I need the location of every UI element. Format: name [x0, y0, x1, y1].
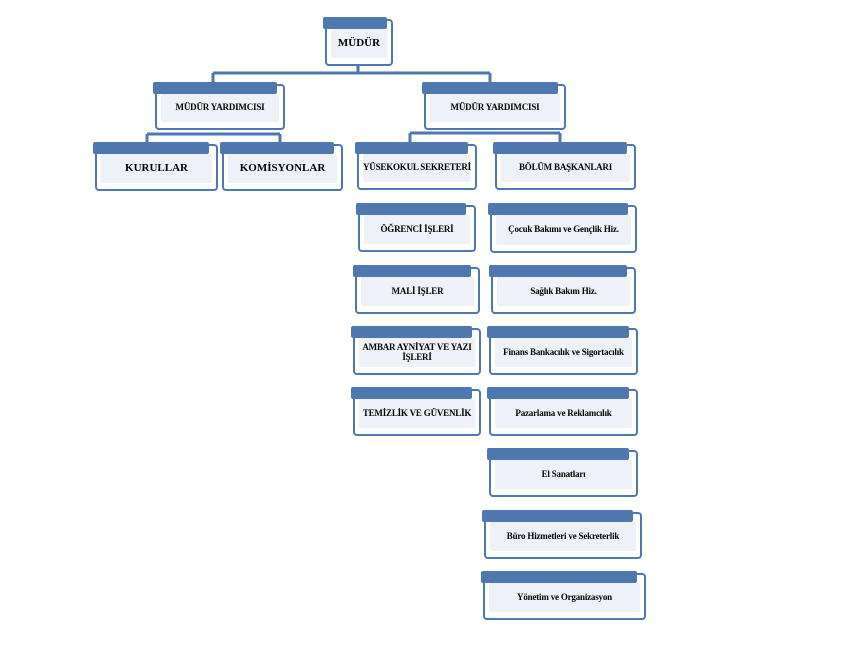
node-saglik-bakim: Sağlık Bakım Hiz.: [489, 265, 636, 314]
node-accent: [93, 142, 209, 154]
node-fill: [501, 154, 630, 182]
node-fill: [430, 94, 560, 122]
node-yuksekokul-sekreteri: YÜSEKOKUL SEKRETERİ: [355, 142, 477, 190]
node-fill: [361, 277, 474, 306]
node-label: MÜDÜR YARDIMCISI: [175, 102, 265, 112]
node-accent: [487, 326, 629, 338]
node-accent: [353, 265, 471, 277]
node-temizlik-guvenlik: TEMİZLİK VE GÜVENLİK: [351, 387, 481, 436]
node-label: AMBAR AYNİYAT VE YAZI İŞLERİ: [362, 341, 472, 362]
node-fill: [495, 338, 632, 367]
node-accent: [351, 326, 472, 338]
node-mudur: MÜDÜR: [323, 17, 393, 66]
node-yonetim-organizasyon: Yönetim ve Organizasyon: [481, 571, 646, 620]
node-fill: [331, 29, 387, 58]
node-ogrenci-isleri: ÖĞRENCİ İŞLERİ: [356, 203, 476, 252]
node-accent: [487, 387, 629, 399]
node-fill: [489, 583, 640, 612]
node-fill: [359, 399, 475, 428]
node-label: BÖLÜM BAŞKANLARI: [518, 162, 613, 172]
node-fill: [495, 460, 632, 489]
node-fill: [490, 522, 636, 551]
node-accent: [356, 203, 466, 215]
node-label: Sağlık Bakım Hiz.: [530, 285, 597, 296]
node-accent: [493, 142, 627, 154]
node-accent: [422, 82, 558, 94]
node-mali-isler: MALİ İŞLER: [353, 265, 480, 314]
node-label: MALİ İŞLER: [391, 285, 444, 296]
node-label: Çocuk Bakımı ve Gençlik Hiz.: [508, 224, 619, 234]
node-fill: [161, 94, 279, 122]
node-cocuk-bakimi: Çocuk Bakımı ve Gençlik Hiz.: [488, 203, 637, 253]
node-fill: [228, 154, 337, 183]
node-label: ÖĞRENCİ İŞLERİ: [380, 223, 454, 234]
node-accent: [487, 448, 629, 460]
node-buro-hizmetleri: Büro Hizmetleri ve Sekreterlik: [482, 510, 642, 559]
node-ambar-ayniyat: AMBAR AYNİYAT VE YAZI İŞLERİ: [351, 326, 481, 375]
node-fill: [497, 277, 630, 306]
node-label: Finans Bankacılık ve Sigortacılık: [503, 346, 624, 357]
node-kurullar: KURULLAR: [93, 142, 218, 191]
node-komisyonlar: KOMİSYONLAR: [220, 142, 343, 191]
node-accent: [488, 203, 628, 215]
node-label: TEMİZLİK VE GÜVENLİK: [362, 407, 472, 418]
node-fill: [359, 338, 475, 367]
node-accent: [323, 17, 387, 29]
node-accent: [351, 387, 472, 399]
node-bolum-baskanlari: BÖLÜM BAŞKANLARI: [493, 142, 636, 190]
node-fill: [496, 215, 631, 245]
node-label: KURULLAR: [125, 161, 188, 174]
node-fill: [363, 154, 471, 182]
node-pazarlama-reklamcilik: Pazarlama ve Reklamcılık: [487, 387, 638, 436]
node-el-sanatlari: El Sanatları: [487, 448, 638, 497]
node-label: Pazarlama ve Reklamcılık: [515, 407, 612, 418]
node-accent: [153, 82, 277, 94]
node-label: MÜDÜR: [337, 36, 381, 49]
node-accent: [355, 142, 468, 154]
node-accent: [489, 265, 627, 277]
node-fill: [495, 399, 632, 428]
node-label: KOMİSYONLAR: [239, 161, 326, 174]
node-label: YÜSEKOKUL SEKRETERİ: [363, 162, 471, 172]
node-fill: [101, 154, 212, 183]
node-mudur-yardimcisi-1: MÜDÜR YARDIMCISI: [153, 82, 285, 130]
node-label: Yönetim ve Organizasyon: [517, 591, 612, 602]
node-accent: [481, 571, 637, 583]
node-mudur-yardimcisi-2: MÜDÜR YARDIMCISI: [422, 82, 566, 130]
node-label: Büro Hizmetleri ve Sekreterlik: [506, 530, 620, 541]
node-fill: [364, 215, 470, 244]
node-accent: [220, 142, 334, 154]
node-finans-bankacilik: Finans Bankacılık ve Sigortacılık: [487, 326, 638, 375]
node-accent: [482, 510, 633, 522]
node-label: El Sanatları: [541, 468, 586, 479]
node-label: MÜDÜR YARDIMCISI: [450, 102, 540, 112]
